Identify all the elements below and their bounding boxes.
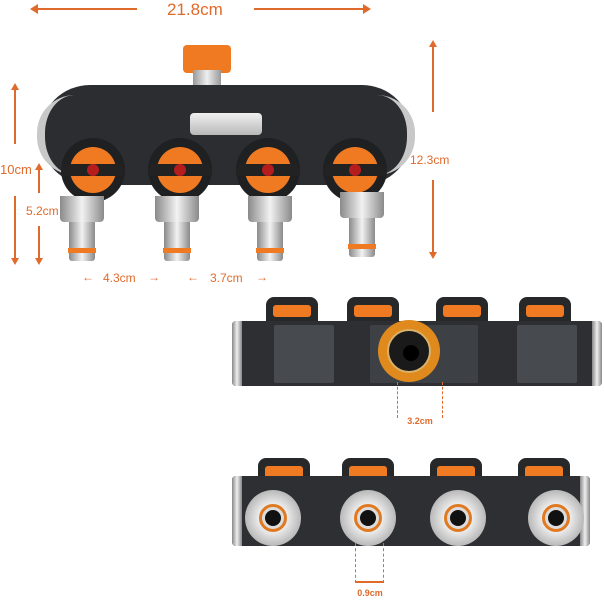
label-plate — [190, 113, 262, 135]
valve-3 — [236, 138, 300, 202]
outlet-nozzle-1 — [245, 490, 301, 546]
inlet-neck — [193, 70, 221, 88]
dimension-line — [355, 581, 383, 583]
dimension-line — [383, 543, 384, 583]
inlet-port — [378, 320, 440, 382]
grip-panel — [274, 325, 334, 383]
valve-knob — [436, 297, 488, 321]
outlet-height-label: 5.2cm — [26, 204, 59, 218]
total-height-label: 12.3cm — [410, 153, 450, 167]
body-height-label: 10cm — [0, 162, 32, 177]
arrow-down-icon — [429, 252, 437, 259]
inlet-nut — [183, 45, 231, 73]
spacing-inner-label: 3.7cm — [210, 271, 243, 285]
arrow-down-icon — [11, 258, 19, 265]
grip-panel — [517, 325, 577, 383]
valve-1 — [61, 138, 125, 202]
arrow-up-icon — [11, 83, 19, 90]
dimension-line — [355, 543, 356, 583]
outlet-nozzle-2 — [340, 490, 396, 546]
outlet-3 — [248, 196, 292, 261]
outlet-2 — [155, 196, 199, 261]
outlet-nozzle-3 — [430, 490, 486, 546]
dimension-line — [14, 88, 16, 144]
arrow-left-icon: ← — [187, 270, 199, 284]
outlet-bore-label: 0.9cm — [357, 588, 383, 598]
outlet-4 — [340, 192, 384, 257]
arrow-left-icon — [30, 4, 38, 14]
spacing-outer-label: 4.3cm — [103, 271, 136, 285]
dimension-line — [432, 180, 434, 252]
dimension-line — [38, 226, 40, 258]
dimension-line — [432, 46, 434, 112]
dimension-line — [397, 382, 398, 418]
arrow-right-icon: → — [148, 270, 160, 284]
valve-knob — [519, 297, 571, 321]
dimension-line — [38, 168, 40, 193]
arrow-right-icon — [363, 4, 371, 14]
end-cap-right — [377, 95, 415, 175]
outlet-nozzle-4 — [528, 490, 584, 546]
dimension-line — [36, 8, 137, 10]
valve-knob — [347, 297, 399, 321]
valve-4 — [323, 138, 387, 202]
width-label: 21.8cm — [167, 0, 223, 19]
valve-2 — [148, 138, 212, 202]
valve-knob — [266, 297, 318, 321]
dimension-line — [442, 382, 443, 418]
inlet-diameter-label: 3.2cm — [407, 416, 433, 426]
dimension-line — [254, 8, 364, 10]
outlet-1 — [60, 196, 104, 261]
arrow-left-icon: ← — [82, 270, 94, 284]
dimension-line — [14, 196, 16, 258]
arrow-up-icon — [35, 163, 43, 170]
arrow-down-icon — [35, 258, 43, 265]
end-cap-left — [37, 95, 75, 175]
arrow-up-icon — [429, 40, 437, 47]
arrow-right-icon: → — [256, 270, 268, 284]
